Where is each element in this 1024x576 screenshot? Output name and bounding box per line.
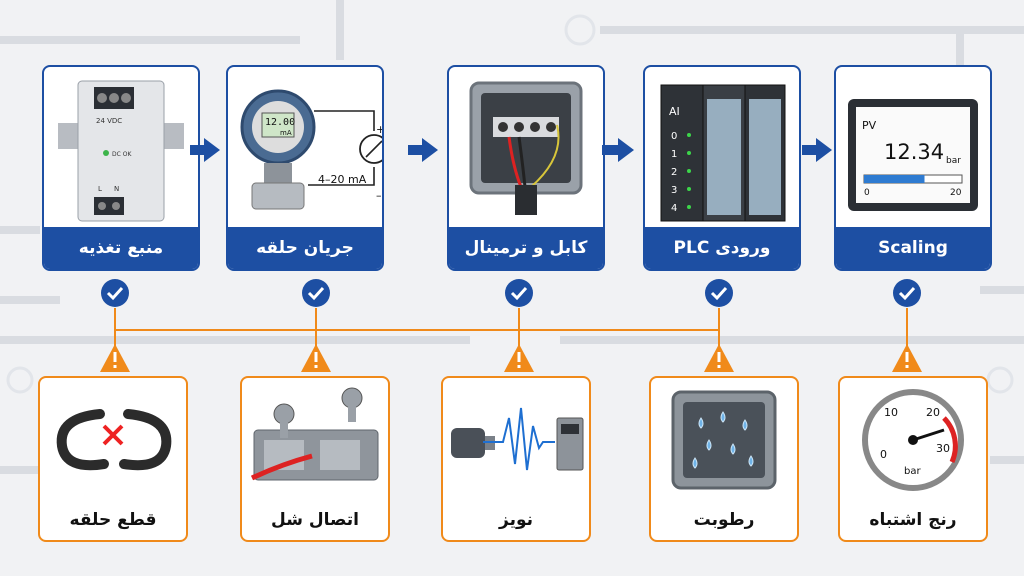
warning-icon	[892, 344, 922, 372]
flow-arrow-2	[408, 138, 438, 162]
stage-card-power-supply: 24 VDC DC OK L N منبع تغذیه	[42, 65, 200, 271]
loop-minus-sign: –	[376, 189, 382, 202]
transmitter-display-value: 12.00	[265, 117, 295, 128]
warning-icon	[301, 344, 331, 372]
plc-ch0: 0	[671, 131, 677, 142]
junction-box-icon	[469, 81, 583, 215]
stage-card-plc-input: AI 0 1 2 3 4 ورودی PLC	[643, 65, 801, 271]
hmi-pv-tag: PV	[862, 119, 877, 132]
stage-label: ورودی PLC	[645, 227, 799, 269]
plc-ch4: 4	[671, 203, 677, 214]
plc-ch1: 1	[671, 149, 677, 160]
check-icon	[893, 279, 921, 307]
plc-module-icon: AI 0 1 2 3 4	[660, 84, 786, 222]
check-icon	[505, 279, 533, 307]
check-icon	[705, 279, 733, 307]
plc-ch2: 2	[671, 167, 677, 178]
fault-label: نویز	[499, 510, 533, 530]
flow-arrow-3	[602, 138, 634, 162]
pressure-transmitter-icon: 12.00 mA + – 4–20 mA	[240, 89, 382, 210]
stage-label: منبع تغذیه	[44, 227, 198, 269]
loose-terminal-icon	[250, 387, 379, 481]
stage-card-cable-terminal: کابل و ترمینال	[447, 65, 605, 271]
hmi-bar-fill	[864, 175, 925, 183]
gauge-tick-0: 0	[880, 448, 887, 461]
fault-label: قطع حلقه	[69, 510, 157, 530]
hmi-range-max: 20	[950, 188, 962, 198]
pressure-gauge-icon: 0 10 20 30 bar	[862, 389, 964, 491]
hmi-display-icon: PV 12.34 bar 0 20	[848, 99, 978, 211]
gauge-unit: bar	[904, 466, 921, 477]
warning-icon	[504, 344, 534, 372]
plc-ai-tag: AI	[669, 105, 680, 118]
warning-icon	[100, 344, 130, 372]
warning-icon	[704, 344, 734, 372]
gauge-tick-20: 20	[926, 406, 940, 419]
moisture-enclosure-icon	[671, 390, 777, 490]
check-icon	[101, 279, 129, 307]
flow-arrow-1	[190, 138, 220, 162]
psu-dcok-text: DC OK	[112, 151, 132, 158]
plc-ch3: 3	[671, 185, 677, 196]
fault-label: رنج اشتباه	[869, 510, 957, 530]
noise-signal-icon	[451, 407, 584, 471]
fault-card-loose-terminal: اتصال شل	[240, 376, 390, 542]
stage-card-loop-current: 12.00 mA + – 4–20 mA جریان حلقه	[226, 65, 384, 271]
gauge-tick-30: 30	[936, 442, 950, 455]
loop-signal-text: 4–20 mA	[318, 173, 367, 186]
loop-plus-sign: +	[376, 123, 382, 136]
transmitter-display-unit: mA	[280, 129, 292, 137]
power-supply-icon: 24 VDC DC OK L N	[58, 80, 184, 222]
flow-arrow-4	[802, 138, 832, 162]
gauge-tick-10: 10	[884, 406, 898, 419]
check-icon	[302, 279, 330, 307]
fault-card-noise: نویز	[441, 376, 591, 542]
stage-label: جریان حلقه	[228, 227, 382, 269]
fault-card-wrong-range: 0 10 20 30 bar رنج اشتباه	[838, 376, 988, 542]
psu-n-text: N	[114, 185, 119, 193]
psu-voltage-text: 24 VDC	[96, 117, 122, 125]
hmi-range-min: 0	[864, 188, 870, 198]
psu-l-text: L	[98, 185, 102, 193]
broken-wire-icon	[56, 409, 172, 471]
stage-label: Scaling	[836, 227, 990, 269]
fault-label: اتصال شل	[271, 510, 359, 530]
stage-label: کابل و ترمینال	[449, 227, 603, 269]
hmi-unit: bar	[946, 156, 961, 166]
fault-label: رطوبت	[693, 510, 755, 530]
fault-card-loop-break: قطع حلقه	[38, 376, 188, 542]
stage-card-scaling: PV 12.34 bar 0 20 Scaling	[834, 65, 992, 271]
hmi-value: 12.34	[884, 140, 944, 164]
fault-card-moisture: رطوبت	[649, 376, 799, 542]
